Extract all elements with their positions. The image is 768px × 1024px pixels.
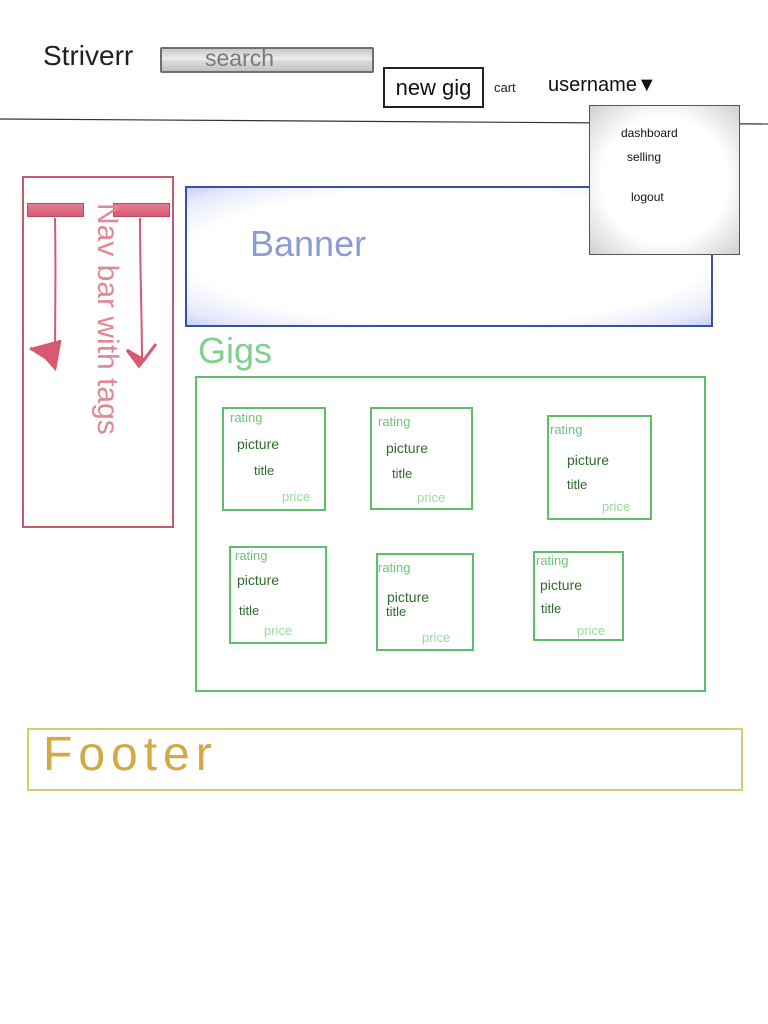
gig-rating: rating bbox=[378, 560, 411, 575]
gig-title: title bbox=[567, 477, 588, 492]
gig-price: price bbox=[264, 623, 293, 638]
tag-bar-2[interactable] bbox=[113, 203, 170, 217]
gig-card[interactable]: rating picture title price bbox=[376, 553, 474, 651]
gig-picture: picture bbox=[237, 436, 280, 452]
gig-title: title bbox=[386, 604, 407, 619]
gig-rating: rating bbox=[378, 414, 411, 429]
user-dropdown-menu: dashboard selling logout bbox=[589, 105, 740, 255]
gig-picture: picture bbox=[237, 572, 280, 588]
gig-picture: picture bbox=[387, 589, 430, 605]
search-input[interactable] bbox=[160, 47, 374, 73]
gig-picture: picture bbox=[386, 440, 429, 456]
sidebar-label: Nav bar with tags bbox=[91, 203, 124, 435]
cart-link[interactable]: cart bbox=[494, 80, 516, 95]
footer-label: Footer bbox=[43, 728, 218, 781]
gig-rating: rating bbox=[230, 410, 263, 425]
gig-picture: picture bbox=[540, 577, 583, 593]
banner-label: Banner bbox=[250, 223, 367, 264]
gig-title: title bbox=[239, 603, 260, 618]
gig-price: price bbox=[422, 630, 451, 645]
new-gig-button[interactable]: new gig bbox=[383, 67, 484, 108]
tag-nav-sidebar bbox=[22, 176, 174, 528]
gig-card[interactable]: rating picture title price bbox=[547, 415, 652, 520]
gig-rating: rating bbox=[235, 548, 268, 563]
username-menu[interactable]: username▼ bbox=[548, 74, 657, 96]
gig-price: price bbox=[602, 499, 631, 514]
gig-card[interactable]: rating picture title price bbox=[222, 407, 326, 511]
tag-bar-1[interactable] bbox=[27, 203, 84, 217]
scroll-arrows bbox=[29, 217, 158, 372]
gig-title: title bbox=[541, 601, 562, 616]
dropdown-item-logout[interactable]: logout bbox=[631, 190, 664, 204]
gig-title: title bbox=[254, 463, 275, 478]
gig-card[interactable]: rating picture title price bbox=[533, 551, 624, 641]
gig-price: price bbox=[417, 490, 446, 505]
search-placeholder: search bbox=[205, 45, 275, 71]
dropdown-item-selling[interactable]: selling bbox=[627, 150, 662, 164]
gig-rating: rating bbox=[536, 553, 569, 568]
gig-picture: picture bbox=[567, 452, 610, 468]
gigs-heading: Gigs bbox=[198, 330, 273, 371]
gig-card[interactable]: rating picture title price bbox=[370, 407, 473, 510]
gigs-container bbox=[195, 376, 706, 692]
footer bbox=[27, 728, 743, 791]
gig-rating: rating bbox=[550, 422, 583, 437]
gig-price: price bbox=[282, 489, 311, 504]
site-logo[interactable]: Striverr bbox=[43, 40, 134, 71]
dropdown-item-dashboard[interactable]: dashboard bbox=[621, 126, 678, 140]
gig-price: price bbox=[577, 623, 606, 638]
gig-title: title bbox=[392, 466, 413, 481]
gig-card[interactable]: rating picture title price bbox=[229, 546, 327, 644]
